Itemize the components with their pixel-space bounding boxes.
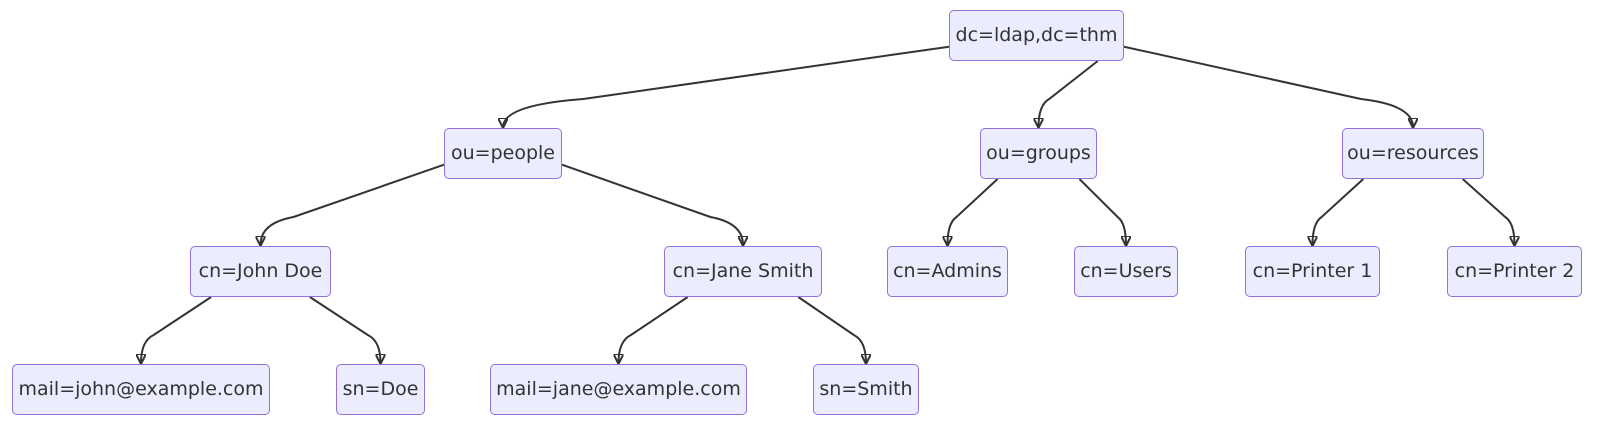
edge-ou_people-to-cn_jane [561,163,743,245]
node-ou-people: ou=people [444,128,562,179]
node-cn-john-doe: cn=John Doe [190,246,331,297]
edge-cn_jane-to-sn_smith [797,296,866,363]
edge-root-to-ou_resources [1123,45,1413,127]
node-cn-printer-1: cn=Printer 1 [1245,246,1380,297]
node-ou-groups: ou=groups [980,128,1097,179]
node-cn-admins: cn=Admins [887,246,1008,297]
edge-ou_resources-to-cn_printer1 [1313,178,1364,245]
edge-ou_groups-to-cn_users [1078,178,1126,245]
edge-root-to-ou_groups [1039,60,1099,127]
edge-cn_jane-to-mail_jane [619,296,689,363]
node-cn-users: cn=Users [1074,246,1178,297]
node-cn-jane-smith: cn=Jane Smith [664,246,822,297]
edge-ou_resources-to-cn_printer2 [1462,178,1515,245]
edge-ou_people-to-cn_john [261,163,445,245]
node-mail-jane: mail=jane@example.com [490,364,747,415]
node-cn-printer-2: cn=Printer 2 [1447,246,1582,297]
node-mail-john: mail=john@example.com [12,364,270,415]
node-ou-resources: ou=resources [1342,128,1484,179]
node-root: dc=ldap,dc=thm [949,10,1124,61]
node-sn-smith: sn=Smith [813,364,919,415]
edge-cn_john-to-mail_john [141,296,212,363]
edge-ou_groups-to-cn_admins [948,178,999,245]
node-sn-doe: sn=Doe [336,364,425,415]
edge-cn_john-to-sn_doe [309,296,381,363]
edge-root-to-ou_people [503,45,950,127]
